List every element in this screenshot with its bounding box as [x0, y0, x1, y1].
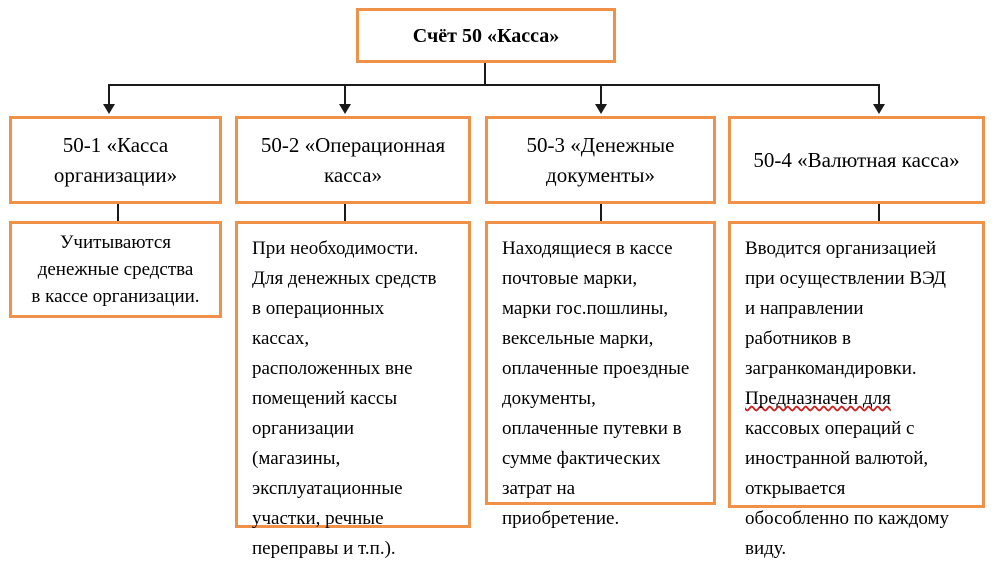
branch-desc-1-line-2: денежные средства — [37, 259, 194, 280]
branch-node-1-label-line-1: 50-1 «Касса — [62, 133, 169, 157]
branch-node-4-label-line-1: 50-4 «Валютная касса» — [753, 148, 960, 172]
branch-desc-3-line-7: оплаченные путевки в — [502, 418, 682, 439]
branch-node-3-label-line-1: 50-3 «Денежные — [526, 133, 675, 157]
branch-desc-2-body: При необходимости. Для денежных средств … — [238, 224, 468, 559]
root-node-account-50[interactable]: Счёт 50 «Касса» — [356, 8, 616, 63]
branch-node-1-label-line-2: организации» — [53, 163, 178, 187]
branch-desc-3-line-1: Находящиеся в кассе — [502, 238, 673, 259]
branch-arrow-1-icon — [103, 104, 115, 114]
branch-desc-2-line-5: расположенных вне — [252, 358, 413, 379]
branch-desc-2-line-1: При необходимости. — [252, 238, 419, 259]
branch-node-2-label-line-1: 50-2 «Операционная — [260, 133, 446, 157]
branch-desc-4-line-11: виду. — [745, 538, 787, 559]
branch-node-3-label-line-2: документы» — [546, 163, 655, 187]
branch-desc-2-line-2: Для денежных средств — [252, 268, 437, 289]
branch-arrow-3-icon — [595, 104, 607, 114]
branch-node-2-label-line-2: касса» — [324, 163, 382, 187]
branch-desc-4-line-9: открывается — [745, 478, 846, 499]
branch-desc-2-line-11: переправы и т.п.). — [252, 538, 396, 559]
root-node-body: Счёт 50 «Касса» — [359, 11, 613, 60]
branch-node-4[interactable]: 50-4 «Валютная касса» — [728, 116, 985, 204]
branch-desc-3[interactable]: Находящиеся в кассе почтовые марки, марк… — [485, 221, 716, 529]
branch-desc-4-line-7: кассовых операций с — [745, 418, 915, 439]
connector-2 — [344, 204, 346, 222]
branch-desc-2-line-4: кассах, — [252, 328, 310, 349]
branch-drop-3 — [600, 84, 602, 106]
root-node-label: Счёт 50 «Касса» — [412, 24, 560, 47]
branch-drop-1 — [108, 84, 110, 106]
connector-1 — [117, 204, 119, 222]
branch-desc-4[interactable]: Вводится организацией при осуществлении … — [728, 221, 985, 559]
branch-desc-2[interactable]: При необходимости. Для денежных средств … — [235, 221, 471, 559]
branch-drop-2 — [344, 84, 346, 106]
branch-node-4-body: 50-4 «Валютная касса» — [731, 119, 982, 201]
branch-desc-3-body: Находящиеся в кассе почтовые марки, марк… — [488, 224, 713, 529]
branch-desc-2-line-7: организации — [252, 418, 355, 439]
branch-desc-1-line-1: Учитываются — [59, 232, 172, 253]
branch-desc-4-line-3: и направлении — [745, 298, 864, 319]
branch-desc-2-line-9: эксплуатационные — [252, 478, 403, 499]
branch-desc-3-line-2: почтовые марки, — [502, 268, 638, 289]
root-stem-line — [484, 63, 486, 84]
branch-node-1[interactable]: 50-1 «Касса организации» — [9, 116, 222, 204]
branch-drop-4 — [878, 84, 880, 106]
branch-node-3[interactable]: 50-3 «Денежные документы» — [485, 116, 716, 204]
branch-node-3-body: 50-3 «Денежные документы» — [488, 119, 713, 201]
branch-node-2[interactable]: 50-2 «Операционная касса» — [235, 116, 471, 204]
branch-desc-1-body: Учитываются денежные средства в кассе ор… — [12, 224, 219, 315]
branch-desc-3-line-6: документы, — [502, 388, 596, 409]
branch-desc-2-line-8: (магазины, — [252, 448, 341, 469]
branch-desc-3-line-10: приобретение. — [502, 508, 620, 529]
branch-arrow-4-icon — [873, 104, 885, 114]
branch-desc-4-body: Вводится организацией при осуществлении … — [731, 224, 982, 559]
branch-desc-4-line-1: Вводится организацией — [745, 238, 937, 259]
branch-desc-2-line-3: в операционных — [252, 298, 385, 319]
branch-node-2-body: 50-2 «Операционная касса» — [238, 119, 468, 201]
connector-3 — [600, 204, 602, 222]
branch-desc-2-line-6: помещений кассы — [252, 388, 398, 409]
branch-desc-3-line-3: марки гос.пошлины, — [502, 298, 669, 319]
connector-4 — [878, 204, 880, 222]
branch-desc-4-line-8: иностранной валютой, — [745, 448, 929, 469]
bus-line — [108, 84, 880, 86]
branch-desc-1-line-3: в кассе организации. — [31, 286, 200, 307]
branch-desc-3-line-8: сумме фактических — [502, 448, 661, 469]
branch-desc-4-line-2: при осуществлении ВЭД — [745, 268, 946, 289]
branch-desc-3-line-4: вексельные марки, — [502, 328, 654, 349]
branch-node-1-body: 50-1 «Касса организации» — [12, 119, 219, 201]
diagram-canvas: Счёт 50 «Касса» 50-1 «Касса организации»… — [9, 8, 985, 559]
branch-desc-3-line-9: затрат на — [502, 478, 576, 499]
branch-desc-4-line-4: работников в — [745, 328, 851, 349]
branch-arrow-2-icon — [339, 104, 351, 114]
branch-desc-1[interactable]: Учитываются денежные средства в кассе ор… — [9, 221, 222, 318]
branch-desc-4-line-10: обособленно по каждому — [745, 508, 950, 529]
branch-desc-4-line-5: загранкомандировки. — [745, 358, 917, 379]
branch-desc-4-line-6: Предназначен для — [745, 388, 891, 409]
branch-desc-3-line-5: оплаченные проездные — [502, 358, 690, 379]
branch-desc-2-line-10: участки, речные — [252, 508, 384, 529]
